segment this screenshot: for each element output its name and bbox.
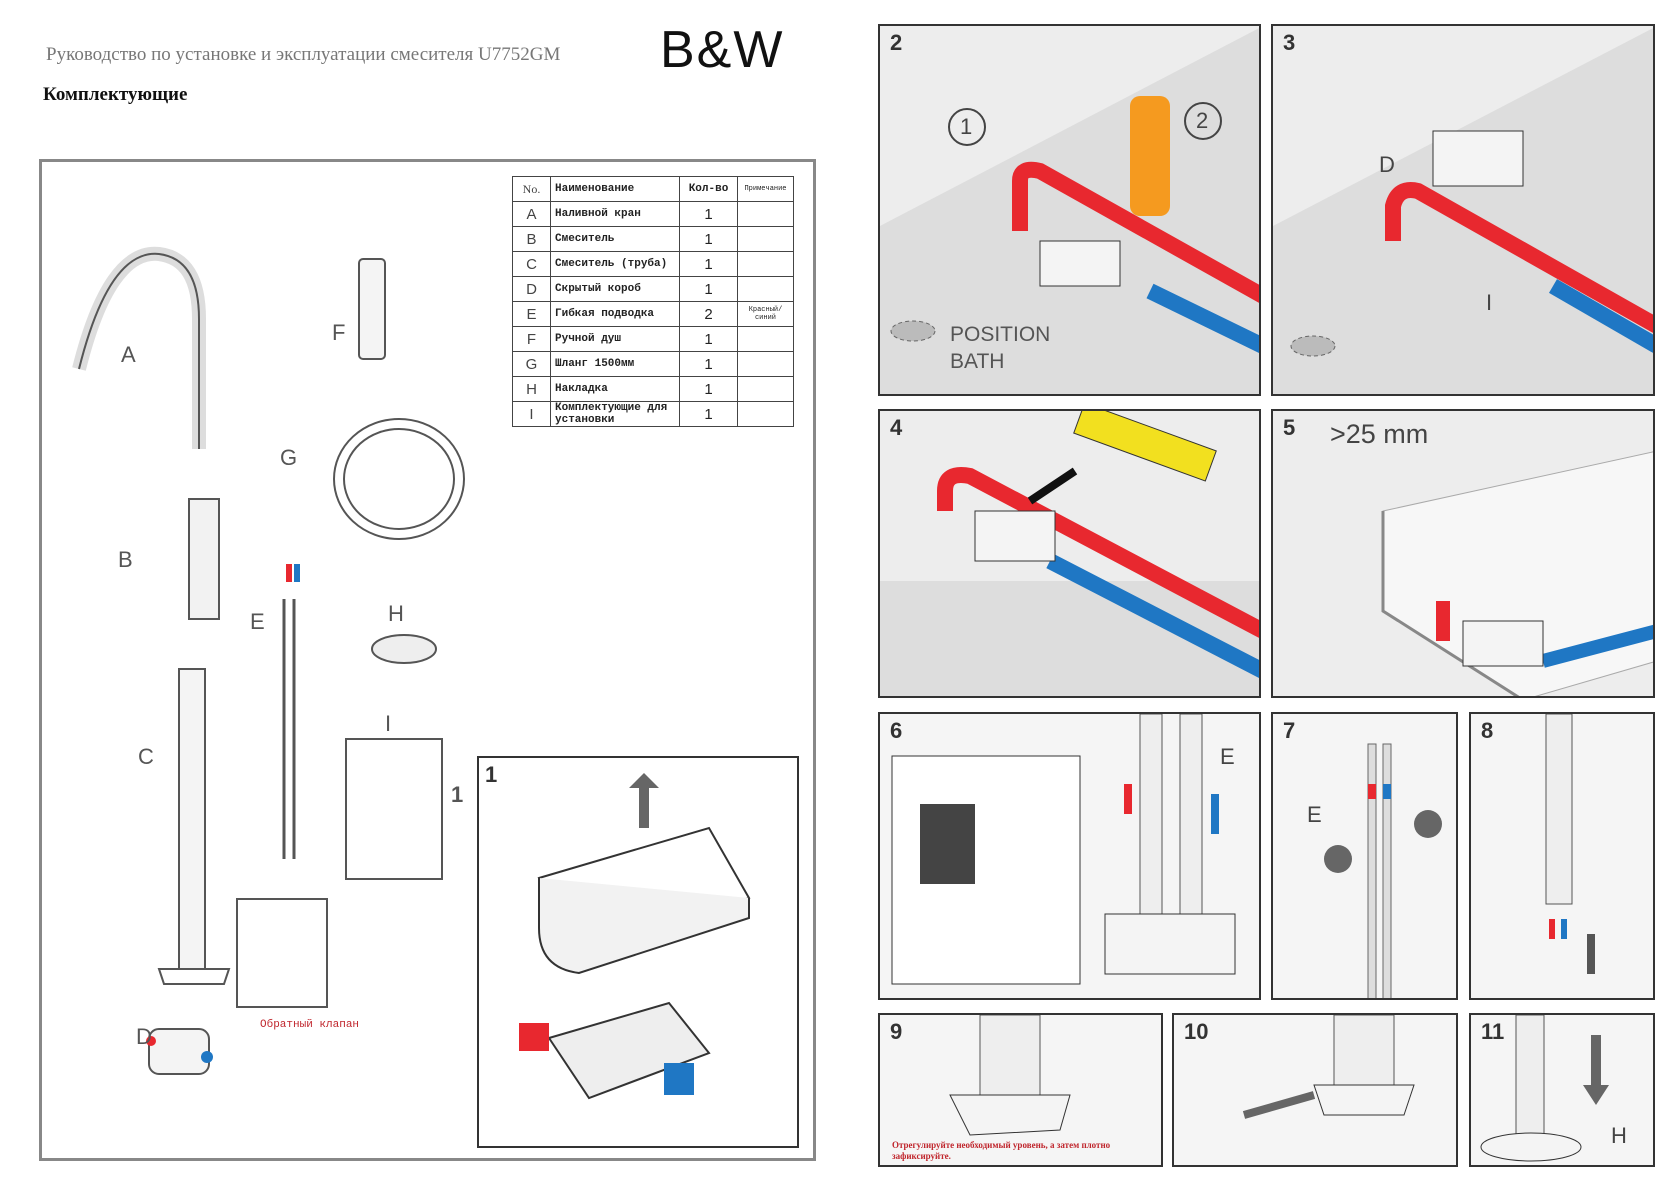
- cell-no: B: [512, 226, 551, 252]
- cell-note: [737, 351, 794, 377]
- part-label-f: F: [332, 320, 346, 345]
- step-number: 2: [890, 30, 903, 55]
- step-11-panel: 11 H: [1469, 1013, 1655, 1167]
- step-8-panel: 8: [1469, 712, 1655, 1000]
- cell-name: Скрытый короб: [550, 276, 680, 302]
- check-valve-box: [236, 898, 328, 1008]
- part-label-a: A: [121, 342, 136, 367]
- cell-name: Ручной душ: [550, 326, 680, 352]
- cell-qty: 2: [679, 301, 738, 327]
- step-number: 3: [1283, 30, 1296, 55]
- callout-1: 1: [960, 114, 973, 139]
- box-d: [148, 1028, 210, 1075]
- step-2-panel: 2 1 2 POSITION BATH: [878, 24, 1261, 396]
- step-number: 1: [485, 762, 498, 787]
- step-1-panel: 1: [477, 756, 799, 1148]
- part-label-e: E: [250, 609, 265, 634]
- part-label-e: E: [1307, 802, 1322, 827]
- adjust-note: Отрегулируйте необходимый уровень, а зат…: [892, 1140, 1111, 1161]
- part-label-e: E: [1220, 744, 1235, 769]
- part-label-h: H: [388, 601, 404, 626]
- cell-qty: 1: [679, 276, 738, 302]
- kit-i: [345, 738, 443, 880]
- brand-logo: B&W: [660, 21, 785, 79]
- position-bath-label: POSITION BATH: [950, 323, 1051, 373]
- part-label-h: H: [1611, 1123, 1627, 1148]
- parts-illustration: [72, 246, 465, 1075]
- cell-name: Смеситель (труба): [550, 251, 680, 277]
- step-3-panel: 3 D I: [1271, 24, 1655, 396]
- part-label-d: D: [136, 1024, 152, 1049]
- callout-2: 2: [1196, 108, 1209, 133]
- step-4-panel: 4: [878, 409, 1261, 698]
- section-title: Комплектующие: [43, 84, 188, 105]
- step-6-panel: 6 E: [878, 712, 1261, 1000]
- step-number: 6: [890, 718, 903, 743]
- part-label-c: C: [138, 744, 154, 769]
- cell-name: Шланг 1500мм: [550, 351, 680, 377]
- cover-h: [371, 634, 437, 664]
- cell-note: [737, 376, 794, 402]
- cell-name: Смеситель: [550, 226, 680, 252]
- part-label-i: I: [385, 711, 392, 736]
- hose-g: [333, 418, 465, 540]
- part-i-qty: 1: [451, 782, 464, 807]
- step-number: 11: [1481, 1019, 1505, 1044]
- mixer-b: [188, 498, 220, 620]
- part-label-b: B: [118, 547, 133, 572]
- hand-shower-f: [358, 258, 386, 360]
- cell-note: Красный/ синий: [737, 301, 794, 327]
- cell-no: I: [512, 401, 551, 427]
- step-5-panel: 5 >25 mm: [1271, 409, 1655, 698]
- step-10-panel: 10: [1172, 1013, 1458, 1167]
- manual-title: Руководство по установке и эксплуатации …: [46, 44, 561, 65]
- cell-qty: 1: [679, 376, 738, 402]
- check-valve-label: Обратный клапан: [260, 1019, 360, 1031]
- cell-note: [737, 401, 794, 427]
- dimension-label: >25 mm: [1330, 419, 1429, 449]
- step-number: 9: [890, 1019, 903, 1044]
- step-7-panel: 7 E: [1271, 712, 1458, 1000]
- box-illustration: [519, 773, 751, 1100]
- cell-name: Накладка: [550, 376, 680, 402]
- step-9-panel: 9 Отрегулируйте необходимый уровень, а з…: [878, 1013, 1163, 1167]
- spout-a: [78, 252, 200, 449]
- step-number: 8: [1481, 718, 1494, 743]
- cell-name: Комплектующие для установки: [550, 401, 680, 427]
- part-label-g: G: [280, 445, 298, 470]
- part-label-d: D: [1379, 152, 1395, 177]
- table-header: No. Наименование Кол-во Примечание: [512, 176, 794, 202]
- step-number: 4: [890, 415, 903, 440]
- components-frame: [39, 159, 816, 1161]
- part-label-i: I: [1486, 290, 1493, 315]
- cell-qty: 1: [679, 201, 738, 227]
- step-number: 10: [1184, 1019, 1209, 1044]
- pipe-c: [178, 668, 206, 970]
- step-number: 7: [1283, 718, 1296, 743]
- cell-qty: 1: [679, 401, 738, 427]
- cell-qty: 1: [679, 226, 738, 252]
- cell-note: [737, 251, 794, 277]
- step-number: 5: [1283, 415, 1296, 440]
